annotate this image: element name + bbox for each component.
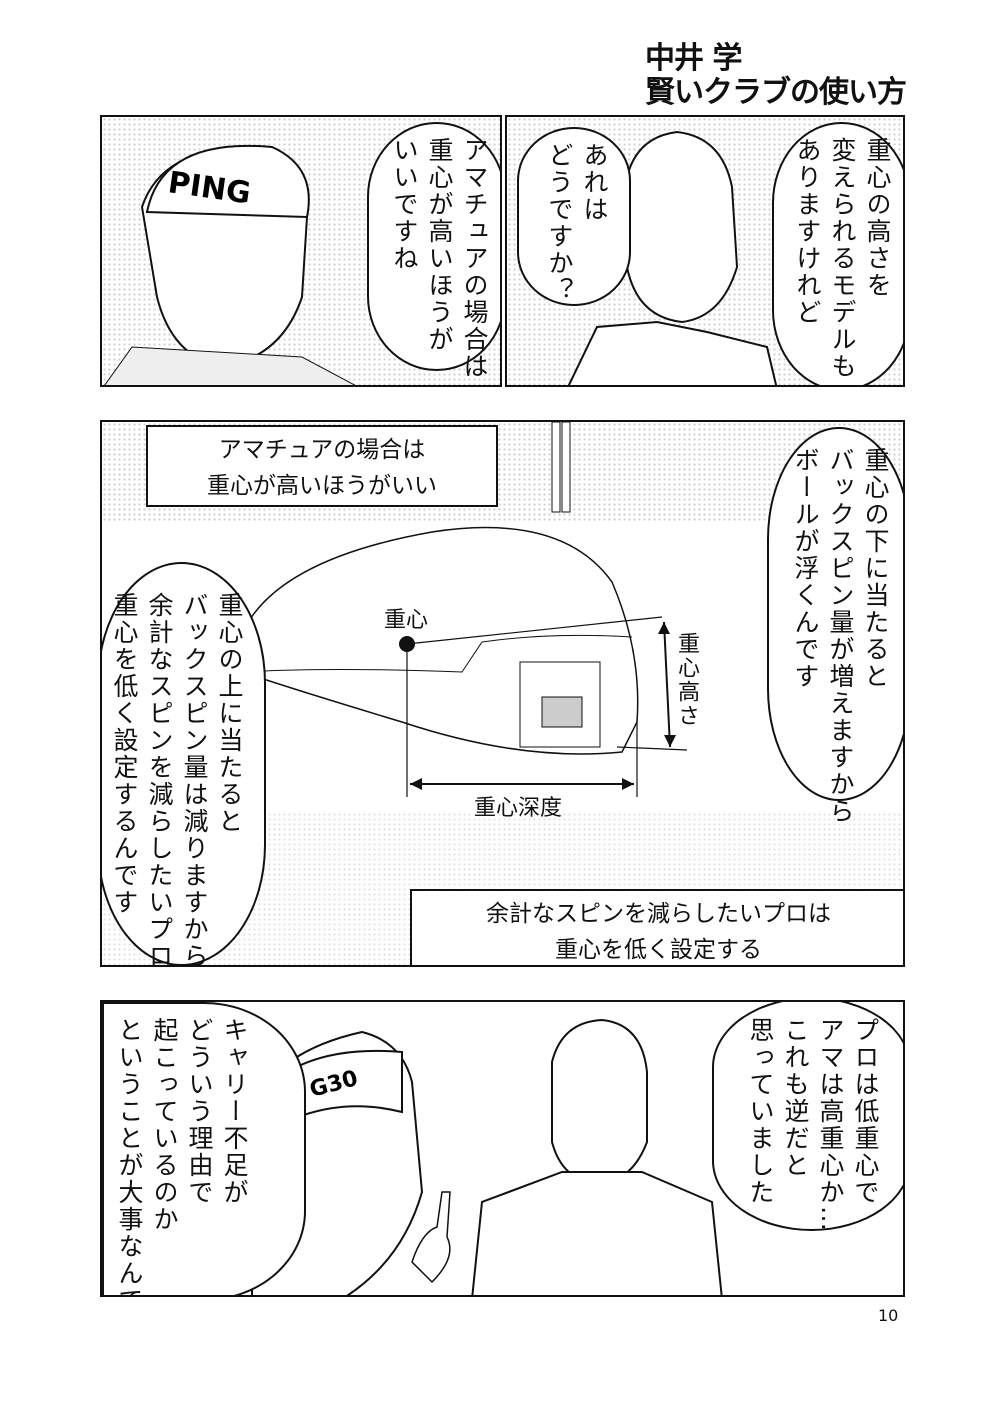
speech-bubble-left	[102, 1002, 306, 1295]
pro-golfer-drawing: PING	[104, 144, 356, 385]
center-of-gravity-marker	[399, 636, 415, 652]
cg-depth-label: 重心深度	[474, 796, 563, 821]
author-name: 中井 学	[645, 41, 742, 76]
speech-bubble-left	[102, 562, 266, 965]
caption-bottom: 余計なスピンを減らしたいプロは 重心を低く設定する	[410, 889, 903, 965]
panel-1-pro: PING アマチュアの場合は 重心が高いほうが いいですね	[100, 115, 502, 387]
interviewer-speech-small: あれは どうですか？	[545, 142, 609, 304]
interviewer-speech-main: 重心の高さを 変えられるモデルも ありますけれど	[793, 137, 892, 380]
pro-speech: アマチュアの場合は 重心が高いほうが いいですね	[390, 137, 489, 380]
speech-bubble-right	[712, 1002, 903, 1231]
speech-bubble	[367, 122, 500, 371]
right-speech: 重心の下に当たると バックスピン量が増えますから ボールが浮くんです	[791, 447, 890, 825]
interviewer-drawing	[567, 130, 778, 385]
pro-speech: キャリー不足が どういう理由で 起こっているのか ということが大事なんです	[115, 1017, 249, 1297]
cg-label: 重心	[384, 608, 429, 633]
series-title: 賢いクラブの使い方	[645, 75, 907, 110]
header-title: 中井 学 賢いクラブの使い方	[645, 41, 907, 110]
caption-top: アマチュアの場合は 重心が高いほうがいい	[146, 425, 498, 507]
speech-bubble-small	[517, 127, 631, 306]
panel-3: G30 キャリー不足が どういう理由で 起こっているのか ということが大事なんで…	[100, 1000, 905, 1297]
club-head-diagram	[236, 422, 688, 797]
left-speech: 重心の上に当たると バックスピン量は減りますから 余計なスピンを減らしたいプロは…	[110, 592, 244, 967]
speech-bubble-main	[772, 122, 903, 385]
cg-height-label: 重心高さ	[674, 632, 699, 728]
speech-bubble-right	[767, 427, 903, 801]
panel-2-diagram: 重心 重心高さ 重心深度 アマチュアの場合は 重心が高いほうがいい 余計なスピン…	[100, 420, 905, 967]
page-number: 10	[878, 1306, 899, 1325]
interviewer-speech: プロは低重心で アマは高重心か… これも逆だと 思っていました	[746, 1017, 880, 1233]
panel-1-interviewer: あれは どうですか？ 重心の高さを 変えられるモデルも ありますけれど	[505, 115, 905, 387]
